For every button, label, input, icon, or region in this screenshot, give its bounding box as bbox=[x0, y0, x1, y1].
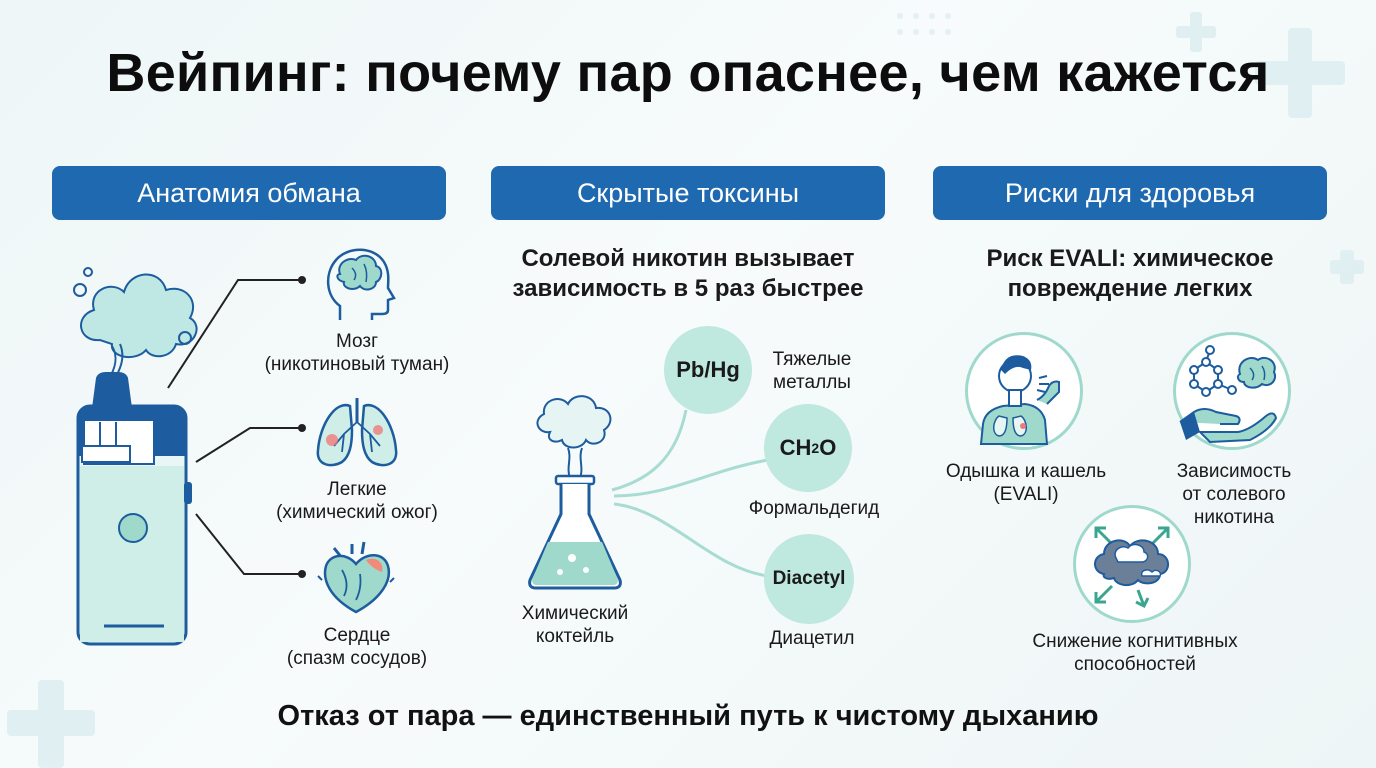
cognitive-ring bbox=[1073, 505, 1191, 623]
diacetyl-label: Диацетил bbox=[769, 628, 855, 649]
header-toxins: Скрытые токсины bbox=[491, 166, 885, 220]
header-risks: Риски для здоровья bbox=[933, 166, 1327, 220]
heart-icon bbox=[317, 541, 395, 614]
risk-cough-label-line2: (EVALI) bbox=[993, 484, 1059, 505]
footer-message: Отказ от пара — единственный путь к чист… bbox=[277, 700, 1099, 732]
flask-label-line1: Химический bbox=[521, 603, 629, 624]
brain-icon bbox=[327, 248, 396, 320]
risk-addiction-label-line3: никотина bbox=[1193, 507, 1275, 528]
cognitive-fog-icon bbox=[1094, 526, 1170, 609]
organ-name-brain: Мозг bbox=[335, 331, 379, 352]
organ-detail-brain: (никотиновый туман) bbox=[264, 354, 450, 375]
formaldehyde-formula-subscript: 2 bbox=[811, 440, 820, 456]
formaldehyde-label: Формальдегид bbox=[748, 498, 880, 519]
page-title: Вейпинг: почему пар опаснее, чем кажется bbox=[106, 43, 1270, 103]
heavy-metals-label-line2: металлы bbox=[773, 372, 851, 393]
heavy-metals-bubble: Pb/Hg bbox=[664, 326, 752, 414]
risk-cough-label-line1: Одышка и кашель bbox=[945, 461, 1107, 482]
heavy-metals-label-line1: Тяжелые bbox=[772, 349, 852, 370]
risks-subtitle-line1: Риск EVALI: химическое bbox=[986, 245, 1274, 272]
molecule-hand-icon bbox=[1179, 345, 1278, 444]
flask-connector-lines bbox=[611, 409, 769, 578]
formaldehyde-formula-main: CH bbox=[779, 435, 812, 460]
header-anatomy: Анатомия обмана bbox=[52, 166, 446, 220]
risks-subtitle-line2: повреждение легких bbox=[1007, 275, 1253, 302]
flask-icon bbox=[528, 395, 622, 590]
risk-addiction-label-line2: от солевого bbox=[1182, 484, 1286, 505]
risk-cognitive-label-line2: способностей bbox=[1074, 654, 1196, 675]
organ-connector-lines bbox=[167, 276, 306, 578]
lungs-icon bbox=[316, 398, 398, 467]
organ-name-lungs: Легкие bbox=[327, 479, 387, 500]
vape-device-illustration bbox=[73, 267, 198, 646]
organ-name-heart: Сердце bbox=[323, 625, 391, 646]
toxins-subtitle-line1: Солевой никотин вызывает bbox=[521, 245, 855, 272]
coughing-person-icon bbox=[979, 355, 1060, 445]
organ-detail-lungs: (химический ожог) bbox=[276, 502, 438, 523]
risk-addiction-label-line1: Зависимость bbox=[1176, 461, 1292, 482]
diacetyl-bubble: Diacetyl bbox=[764, 534, 854, 624]
organ-detail-heart: (спазм сосудов) bbox=[286, 648, 428, 669]
flask-label-line2: коктейль bbox=[535, 626, 615, 647]
risk-cognitive-label-line1: Снижение когнитивных bbox=[1032, 631, 1238, 652]
toxins-subtitle-line2: зависимость в 5 раз быстрее bbox=[512, 275, 864, 302]
formaldehyde-formula-end: O bbox=[819, 435, 837, 460]
